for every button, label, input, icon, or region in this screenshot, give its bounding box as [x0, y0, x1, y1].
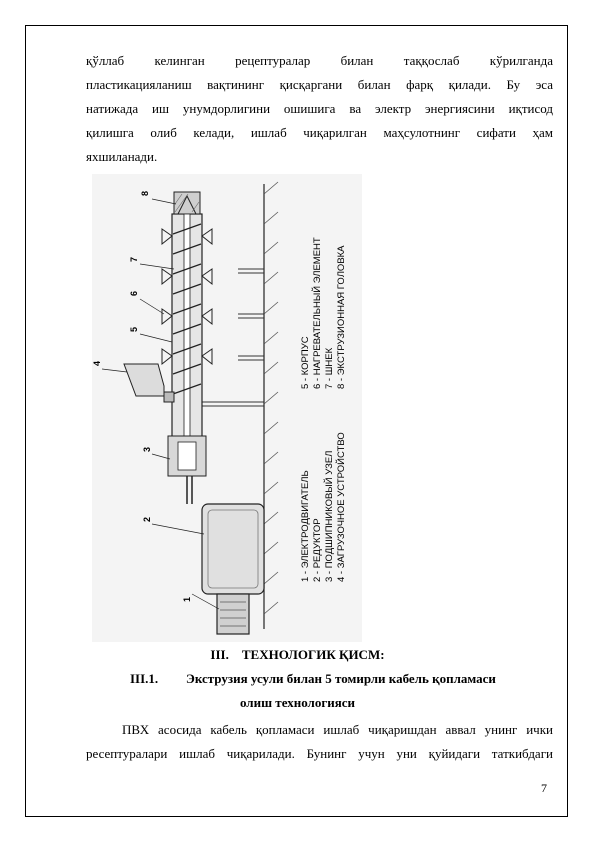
part-number-4: 4 [92, 361, 102, 366]
legend-item-3: 3 - ПОДШИПНИКОВЫЙ УЗЕЛ [323, 451, 335, 582]
legend-item-7: 7 - ШНЕК [324, 347, 335, 389]
legend-item-4: 4 - ЗАГРУЗОЧНОЕ УСТРОЙСТВО [335, 432, 347, 582]
part-number-7: 7 [129, 257, 139, 262]
legend-item-5: 5 - КОРПУС [300, 336, 311, 389]
intro-line-2: пластикацияланиш вақтининг қисқаргани би… [86, 77, 553, 92]
legend-item-1: 1 - ЭЛЕКТРОДВИГАТЕЛЬ [300, 470, 311, 582]
part-number-3: 3 [142, 447, 152, 452]
intro-line-1: қўллаб келинган рецептуралар билан таққо… [86, 53, 553, 68]
part-number-6: 6 [129, 291, 139, 296]
intro-line-3: натижада иш унумдорлигини ошишига ва эле… [86, 101, 553, 116]
intro-line-4: қилишга олиб келади, ишлаб чиқарилган ма… [86, 125, 553, 140]
page-number: 7 [541, 781, 547, 795]
extruder-diagram: 8 7 6 5 4 3 2 1 1 - ЭЛЕКТРОДВИГАТЕЛЬ 2 -… [92, 174, 362, 642]
body-line-2: ресептуралари ишлаб чиқарилади. Бунинг у… [86, 746, 553, 761]
section-heading: III. ТЕХНОЛОГИК ҚИСМ: [0, 647, 595, 663]
subsection-number: III.1. [130, 671, 159, 686]
part-number-1: 1 [182, 597, 192, 602]
part-number-5: 5 [129, 327, 139, 332]
section-number: III. [210, 647, 229, 662]
legend-item-8: 8 - ЭКСТРУЗИОННАЯ ГОЛОВКА [336, 245, 347, 389]
page-border [25, 25, 568, 817]
intro-line-5: яхшиланади. [86, 149, 158, 164]
subsection-title-line2: олиш технологияси [239, 695, 356, 710]
part-number-2: 2 [142, 517, 152, 522]
part-number-8: 8 [140, 191, 150, 196]
legend-item-6: 6 - НАГРЕВАТЕЛЬНЫЙ ЭЛЕМЕНТ [311, 237, 323, 389]
section-title: ТЕХНОЛОГИК ҚИСМ: [241, 647, 385, 662]
body-line-1: ПВХ асосида кабель қопламаси ишлаб чиқар… [122, 722, 553, 737]
legend-item-2: 2 - РЕДУКТОР [312, 518, 323, 582]
subsection-title-line1: Экструзия усули билан 5 томирли кабель қ… [186, 671, 496, 686]
